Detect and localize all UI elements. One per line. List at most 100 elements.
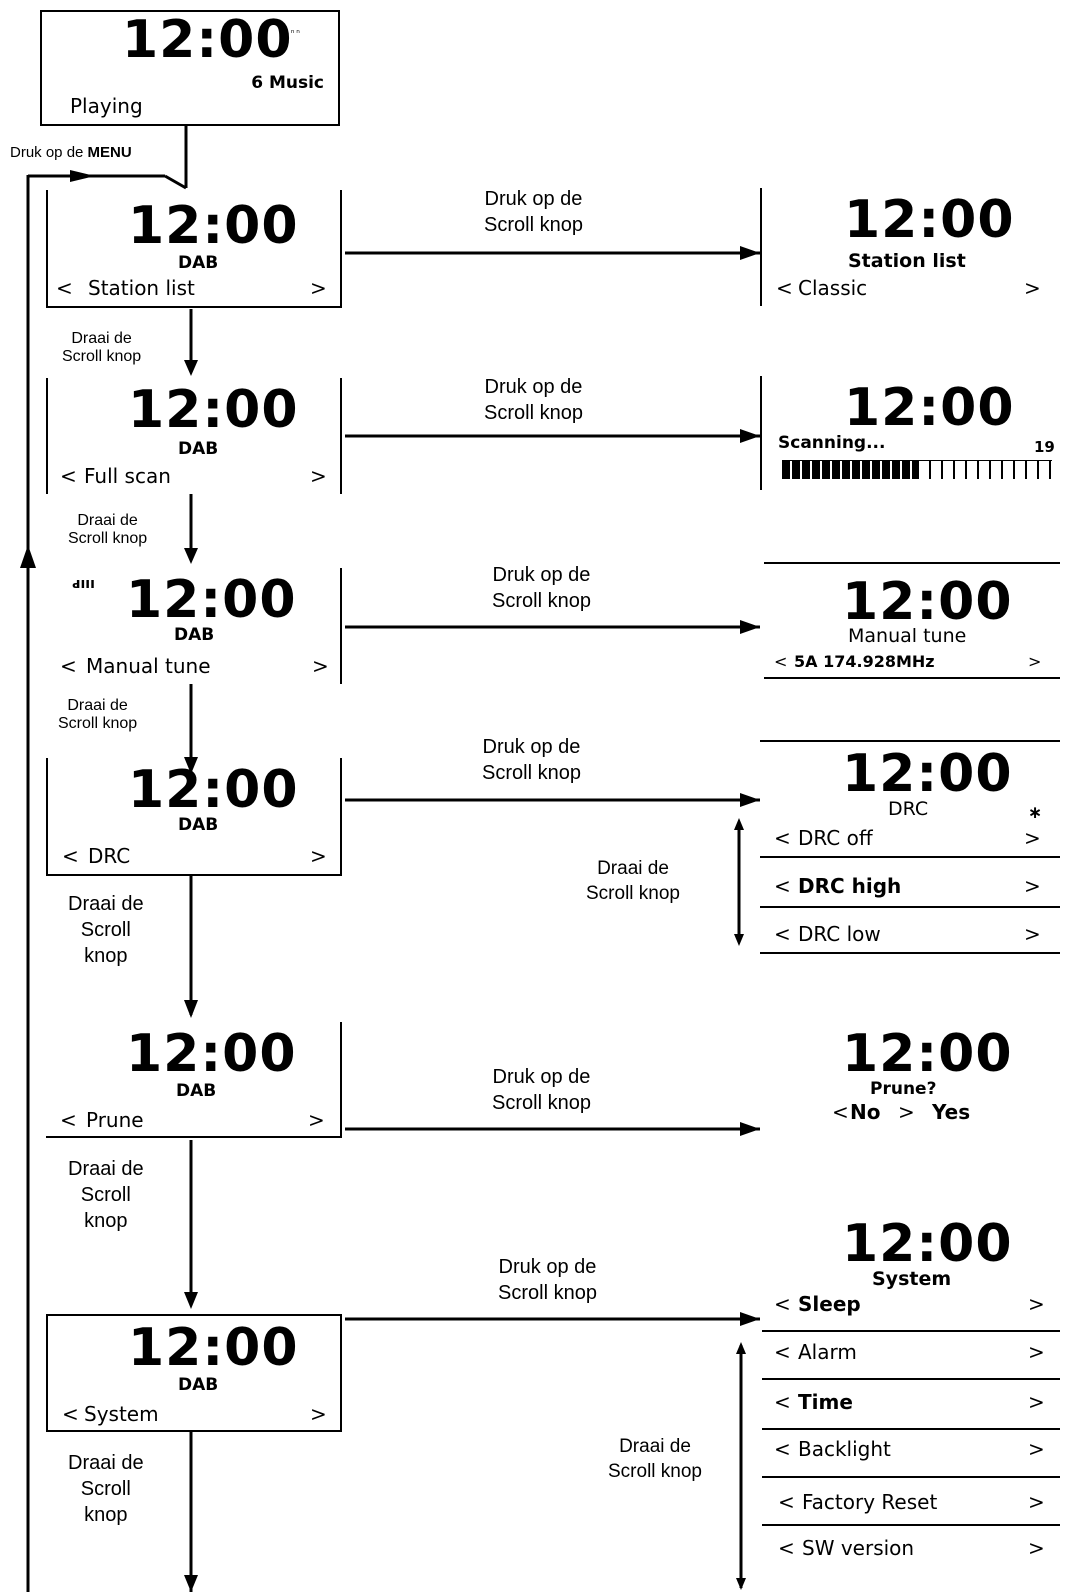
right-chevron-icon: > xyxy=(308,1108,325,1132)
menu-item-system: System xyxy=(84,1402,159,1426)
scanning-text: Scanning... xyxy=(778,433,886,453)
full-scan-screen: 12:00 DAB < Full scan > xyxy=(46,378,342,494)
drc-option: DRC low xyxy=(798,922,881,946)
divider xyxy=(762,1476,1060,1478)
clock: 12:00 xyxy=(128,380,299,440)
right-chevron-icon: > xyxy=(1028,1536,1045,1560)
right-chevron-icon: > xyxy=(1028,652,1042,671)
menu-item-drc: DRC xyxy=(88,844,131,868)
station-item: Classic xyxy=(798,276,868,300)
left-chevron-icon: < xyxy=(56,276,73,300)
menu-item-station-list: Station list xyxy=(88,276,195,300)
left-chevron-icon: < xyxy=(774,1437,791,1461)
left-chevron-icon: < xyxy=(776,276,793,300)
left-chevron-icon: < xyxy=(774,1390,791,1414)
left-chevron-icon: < xyxy=(774,922,791,946)
drc-option: DRC high xyxy=(798,874,902,898)
left-chevron-icon: < xyxy=(774,826,791,850)
left-chevron-icon: < xyxy=(774,652,788,671)
clock: 12:00 xyxy=(126,570,297,630)
clock: 12:00 xyxy=(842,1214,1013,1274)
divider xyxy=(760,856,1060,858)
mode-label: DAB xyxy=(178,1375,219,1395)
manual-tune-sub-screen: 12:00 Manual tune < 5A 174.928MHz > xyxy=(764,562,1060,679)
divider xyxy=(762,1378,1060,1380)
drc-screen: 12:00 DAB < DRC > xyxy=(46,758,342,876)
right-chevron-icon: > xyxy=(310,1402,327,1426)
right-chevron-icon: > xyxy=(898,1100,915,1124)
system-item: SW version xyxy=(802,1536,915,1560)
divider xyxy=(760,952,1060,954)
home-status: Playing xyxy=(70,94,143,118)
clock: 12:00 xyxy=(844,378,1015,438)
divider xyxy=(762,1330,1060,1332)
right-chevron-icon: > xyxy=(1028,1292,1045,1316)
prune-yes-option: Yes xyxy=(932,1100,971,1124)
mode-label: DAB xyxy=(178,439,219,459)
system-item: Alarm xyxy=(798,1340,857,1364)
drc-title: DRC xyxy=(888,798,929,820)
right-chevron-icon: > xyxy=(310,464,327,488)
scan-progress-fill xyxy=(782,461,917,479)
right-chevron-icon: > xyxy=(310,276,327,300)
left-chevron-icon: < xyxy=(60,464,77,488)
system-item: Sleep xyxy=(798,1292,861,1316)
drc-sub-screen: 12:00 DRC ∗ < DRC off > < DRC high > < D… xyxy=(760,740,1060,954)
system-title: System xyxy=(872,1268,952,1290)
press-menu-label: Druk op de MENU xyxy=(10,144,132,161)
clock: 12:00 xyxy=(842,744,1013,804)
home-station: 6 Music xyxy=(251,73,324,93)
clock: 12:00 xyxy=(126,1024,297,1084)
scan-progress-empty xyxy=(917,461,1052,479)
press-menu-prefix: Druk op de xyxy=(10,144,84,161)
scanning-screen: 12:00 Scanning... 19 xyxy=(760,376,1060,490)
mode-label: DAB xyxy=(178,815,219,835)
left-chevron-icon: < xyxy=(778,1490,795,1514)
left-chevron-icon: < xyxy=(778,1536,795,1560)
menu-key: MENU xyxy=(87,144,132,161)
scan-progress-bar xyxy=(782,460,1052,479)
home-clock: 12:00 xyxy=(122,10,293,70)
right-chevron-icon: > xyxy=(1028,1437,1045,1461)
right-chevron-icon: > xyxy=(1024,874,1041,898)
prune-sub-screen: 12:00 Prune? < No > Yes xyxy=(760,1022,1060,1132)
menu-item-manual-tune: Manual tune xyxy=(86,654,211,678)
right-chevron-icon: > xyxy=(310,844,327,868)
station-list-sub-screen: 12:00 Station list < Classic > xyxy=(760,188,1060,306)
channel-frequency: 5A 174.928MHz xyxy=(794,652,935,671)
divider xyxy=(760,906,1060,908)
right-chevron-icon: > xyxy=(1024,826,1041,850)
mode-label: DAB xyxy=(178,253,219,273)
manual-tune-title: Manual tune xyxy=(848,625,967,647)
divider xyxy=(762,1428,1060,1430)
left-chevron-icon: < xyxy=(774,874,791,898)
right-chevron-icon: > xyxy=(1028,1490,1045,1514)
system-menu-screen: 12:00 DAB < System > xyxy=(46,1314,342,1432)
drc-option: DRC off xyxy=(798,826,873,850)
right-chevron-icon: > xyxy=(1028,1390,1045,1414)
clock: 12:00 xyxy=(842,572,1013,632)
left-chevron-icon: < xyxy=(62,1402,79,1426)
menu-item-prune: Prune xyxy=(86,1108,144,1132)
system-item: Factory Reset xyxy=(802,1490,938,1514)
right-chevron-icon: > xyxy=(1024,276,1041,300)
right-chevron-icon: > xyxy=(1024,922,1041,946)
scan-count: 19 xyxy=(1034,438,1055,456)
home-screen: 12:00 ⁿⁿ 6 Music Playing xyxy=(40,10,340,126)
clock: 12:00 xyxy=(128,760,299,820)
left-chevron-icon: < xyxy=(832,1100,849,1124)
left-chevron-icon: < xyxy=(774,1292,791,1316)
